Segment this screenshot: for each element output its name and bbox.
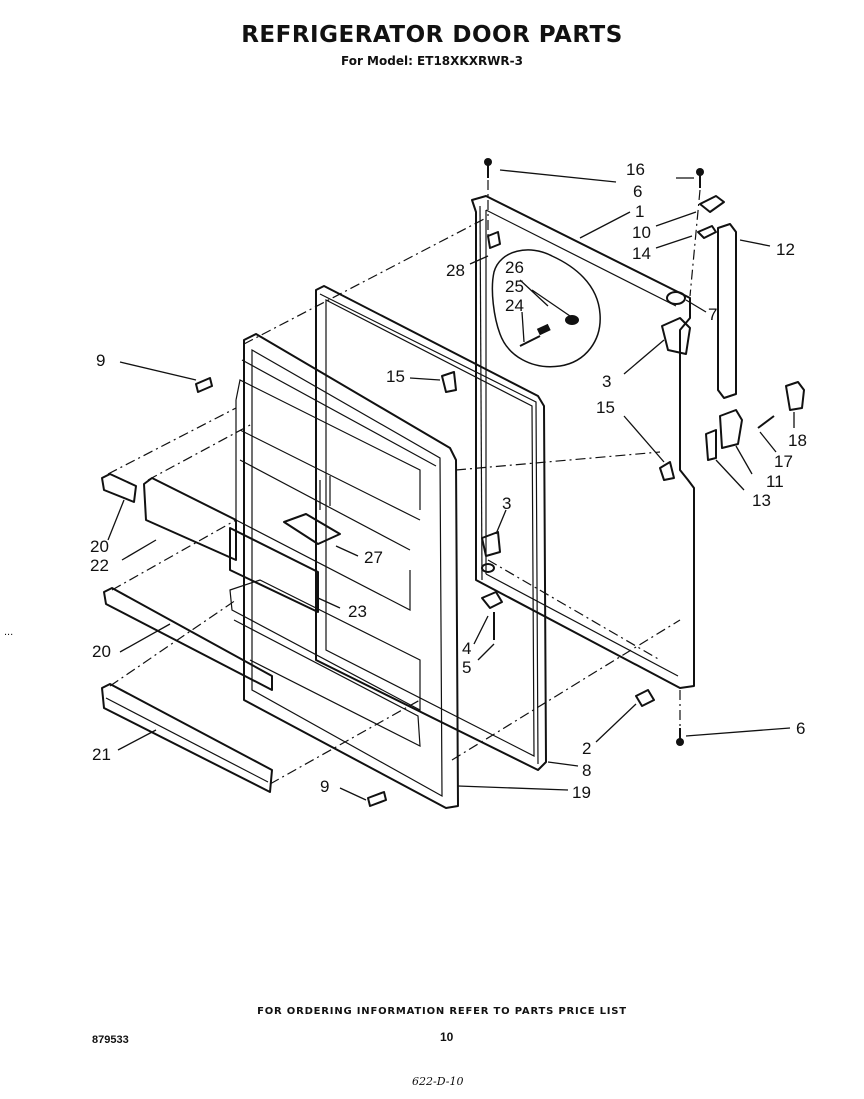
plug-icon-25 bbox=[536, 323, 551, 336]
outer-door-panel bbox=[471, 195, 695, 689]
stop-15-right bbox=[659, 461, 675, 481]
bracket-13 bbox=[705, 429, 717, 461]
callout-23: 23 bbox=[348, 602, 367, 621]
screw-icon-24 bbox=[519, 335, 541, 347]
callout-6-top: 6 bbox=[633, 182, 642, 201]
shelf-bar-20-upper bbox=[101, 473, 137, 503]
hinge-shim-14 bbox=[697, 225, 717, 239]
door-gasket bbox=[315, 285, 547, 771]
stop-15-left bbox=[441, 371, 457, 393]
callout-1: 1 bbox=[635, 202, 644, 221]
callout-labels: 16 6 1 10 14 12 28 26 25 24 7 9 15 3 15 … bbox=[90, 160, 807, 802]
bottom-hinge-11 bbox=[719, 409, 743, 449]
callout-17: 17 bbox=[774, 452, 793, 471]
shelf-bar-20-lower bbox=[103, 587, 273, 691]
callout-8: 8 bbox=[582, 761, 591, 780]
assembly-lines bbox=[107, 180, 701, 785]
callout-22: 22 bbox=[90, 556, 109, 575]
screw-6-bottom bbox=[676, 728, 684, 746]
callout-15-left: 15 bbox=[386, 367, 405, 386]
screw-9-upper bbox=[195, 377, 213, 393]
model-subtitle: For Model: ET18XKXRWR-3 bbox=[341, 54, 523, 68]
callout-15-right: 15 bbox=[596, 398, 615, 417]
handle-12 bbox=[717, 223, 737, 399]
page-number: 10 bbox=[440, 1030, 454, 1044]
callout-3-lower: 3 bbox=[502, 494, 511, 513]
callout-13: 13 bbox=[752, 491, 771, 510]
edge-mark: ... bbox=[4, 626, 14, 638]
leader-lines bbox=[107, 169, 795, 801]
callout-25: 25 bbox=[505, 277, 524, 296]
callout-14: 14 bbox=[632, 244, 651, 263]
callout-2: 2 bbox=[582, 739, 591, 758]
screw-6-top-left bbox=[484, 158, 492, 178]
washer-2 bbox=[635, 689, 655, 707]
shelf-front-23 bbox=[229, 527, 319, 613]
screw-6-top-right bbox=[696, 168, 704, 188]
callout-20-lower: 20 bbox=[92, 642, 111, 661]
callout-19: 19 bbox=[572, 783, 591, 802]
hinge-cap-10 bbox=[699, 195, 725, 213]
page-title: REFRIGERATOR DOOR PARTS bbox=[241, 22, 623, 48]
hinge-top-3 bbox=[661, 291, 691, 355]
grommet-icon-26 bbox=[565, 315, 579, 325]
callout-11: 11 bbox=[766, 472, 784, 491]
plug-28 bbox=[487, 231, 501, 249]
callout-9-upper: 9 bbox=[96, 351, 105, 370]
callout-10: 10 bbox=[632, 223, 651, 242]
document-number: 879533 bbox=[92, 1034, 129, 1046]
screw-9-lower bbox=[367, 791, 387, 807]
callout-7: 7 bbox=[708, 305, 717, 324]
callout-27: 27 bbox=[364, 548, 383, 567]
hinge-lower-3 bbox=[481, 531, 501, 573]
screw-17 bbox=[757, 415, 775, 429]
callout-26: 26 bbox=[505, 258, 524, 277]
callout-24: 24 bbox=[505, 296, 524, 315]
callout-9-lower: 9 bbox=[320, 777, 329, 796]
door-stop-18 bbox=[785, 381, 805, 411]
callout-6-bottom: 6 bbox=[796, 719, 805, 738]
hinge-pin-4 bbox=[481, 591, 503, 609]
callout-4: 4 bbox=[462, 639, 471, 658]
ordering-note: FOR ORDERING INFORMATION REFER TO PARTS … bbox=[257, 1006, 627, 1017]
callout-18: 18 bbox=[788, 431, 807, 450]
shelf-front-22 bbox=[143, 477, 237, 561]
callout-12: 12 bbox=[776, 240, 795, 259]
inner-door-liner bbox=[229, 333, 459, 809]
handwritten-note: 622-D-10 bbox=[412, 1075, 464, 1088]
shelf-front-21 bbox=[101, 683, 273, 793]
callout-21: 21 bbox=[92, 745, 111, 764]
cutaway-insulation bbox=[491, 249, 601, 368]
callout-20-upper: 20 bbox=[90, 537, 109, 556]
callout-3-upper: 3 bbox=[602, 372, 611, 391]
callout-16: 16 bbox=[626, 160, 645, 179]
callout-28: 28 bbox=[446, 261, 465, 280]
callout-5: 5 bbox=[462, 658, 471, 677]
